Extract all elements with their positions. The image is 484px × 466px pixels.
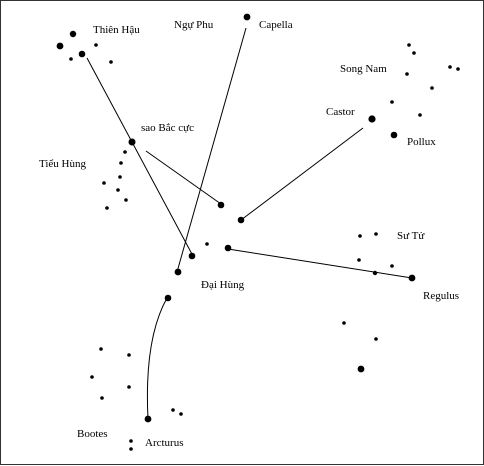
star-capella xyxy=(243,13,251,21)
star xyxy=(119,161,123,165)
guide-line-cassiopeia-to-polaris xyxy=(86,57,194,257)
guide-line-big-dipper-to-capella xyxy=(176,27,247,273)
star xyxy=(237,216,245,224)
guide-line-big-dipper-to-regulus xyxy=(227,248,413,279)
star xyxy=(205,242,209,246)
label-song-nam: Song Nam xyxy=(340,63,387,75)
star xyxy=(69,57,73,61)
constellation-tieu-hung-stars xyxy=(102,150,128,210)
star xyxy=(118,175,122,179)
star xyxy=(188,252,196,260)
star xyxy=(390,264,394,268)
star xyxy=(390,100,394,104)
label-arcturus: Arcturus xyxy=(145,437,184,449)
star xyxy=(90,375,94,379)
star-arcturus xyxy=(144,415,152,423)
guide-line-big-dipper-to-castor xyxy=(240,127,364,221)
star-polaris xyxy=(128,138,136,146)
star xyxy=(405,72,409,76)
label-bootes: Bootes xyxy=(77,428,108,440)
star xyxy=(69,30,77,38)
constellation-song-nam-stars xyxy=(368,43,460,139)
star xyxy=(100,396,104,400)
star-castor xyxy=(368,115,376,123)
star xyxy=(372,270,378,276)
star xyxy=(174,268,182,276)
star xyxy=(109,60,113,64)
star xyxy=(374,337,378,341)
star xyxy=(448,65,452,69)
star xyxy=(171,408,175,412)
star xyxy=(342,321,346,325)
label-castor: Castor xyxy=(326,106,355,118)
star xyxy=(456,67,460,71)
star xyxy=(430,86,434,90)
star-regulus xyxy=(408,274,416,282)
star xyxy=(412,51,416,55)
star xyxy=(105,206,109,210)
star xyxy=(217,201,225,209)
star xyxy=(164,294,172,302)
star xyxy=(179,412,183,416)
constellation-bootes-stars xyxy=(90,347,183,451)
star xyxy=(127,385,131,389)
star xyxy=(127,353,131,357)
label-su-tu: Sư Tử xyxy=(397,230,425,242)
star xyxy=(357,365,365,373)
label-ngu-phu: Ngự Phu xyxy=(174,19,214,31)
star xyxy=(357,258,361,262)
star xyxy=(418,113,422,117)
guide-line-polaris-to-big-dipper xyxy=(145,150,222,205)
constellation-thien-hau-stars xyxy=(56,30,113,64)
star xyxy=(99,347,103,351)
star xyxy=(224,244,232,252)
star-pollux xyxy=(390,131,398,139)
star xyxy=(129,439,133,443)
label-capella: Capella xyxy=(259,19,293,31)
constellation-su-tu-stars xyxy=(342,232,416,373)
star xyxy=(102,181,106,185)
star xyxy=(374,232,378,236)
star xyxy=(123,150,127,154)
star xyxy=(56,42,64,50)
label-thien-hau: Thiên Hậu xyxy=(93,24,140,36)
star xyxy=(124,198,128,202)
guide-arc-to-arcturus xyxy=(146,297,168,420)
star xyxy=(129,447,133,451)
label-regulus: Regulus xyxy=(423,290,459,302)
star xyxy=(94,43,98,47)
label-pollux: Pollux xyxy=(407,136,436,148)
star xyxy=(407,43,411,47)
star xyxy=(358,234,362,238)
constellation-dai-hung-stars xyxy=(164,201,245,302)
star xyxy=(78,50,86,58)
star xyxy=(116,188,120,192)
label-tieu-hung: Tiểu Hùng xyxy=(39,158,86,170)
label-dai-hung: Đại Hùng xyxy=(201,279,245,291)
label-sao-bac-cuc: sao Bắc cực xyxy=(141,122,194,134)
